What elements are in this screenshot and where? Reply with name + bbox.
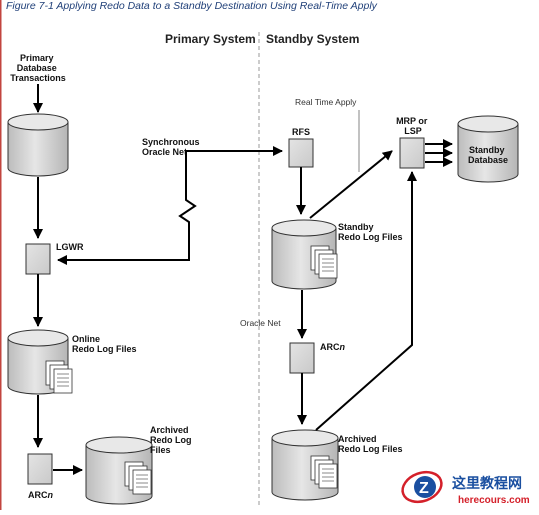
online-log-files-icon [45,360,73,394]
watermark-title: 这里教程网 [452,475,522,491]
arc-standby-process-box [289,342,315,374]
page-edge [0,0,2,510]
synchronous-oracle-net-connector [57,146,283,265]
real-time-apply-label: Real Time Apply [295,97,357,107]
arc-standby-label: ARCn [320,342,346,352]
arc-primary-label: ARCn [28,490,54,500]
lgwr-label: LGWR [56,242,84,252]
archived-redo-log-primary-label: Archived Redo Log Files [150,425,194,455]
rfs-process-box [288,138,314,168]
archived-primary-files-icon [124,461,152,495]
standby-system-header: Standby System [266,32,359,46]
standby-redo-log-label: Standby Redo Log Files [338,222,403,242]
primary-database-cylinder [7,113,69,177]
standby-database-label: Standby Database [468,145,508,165]
arc-primary-process-box [27,453,53,485]
online-redo-log-label: Online Redo Log Files [72,334,137,354]
lgwr-process-box [25,243,51,275]
arrow-archived-standby-to-mrp [315,171,417,431]
standby-database-cylinder [457,115,519,183]
figure-caption: Figure 7-1 Applying Redo Data to a Stand… [6,0,378,12]
rfs-label: RFS [292,127,310,137]
svg-text:Z: Z [419,480,429,497]
standby-log-files-icon [310,245,338,279]
archived-standby-files-icon [310,455,338,489]
watermark-url: herecours.com [458,495,530,506]
primary-transactions-label: Primary Database Transactions [10,53,66,83]
archived-redo-log-standby-label: Archived Redo Log Files [338,434,403,454]
watermark-logo: Z [401,470,443,504]
mrp-lsp-label: MRP or LSP [396,116,430,136]
oracle-net-label: Oracle Net [240,318,281,328]
synchronous-oracle-net-label: Synchronous Oracle Net [142,137,202,157]
primary-system-header: Primary System [165,32,256,46]
arrow-standby-logs-to-mrp [309,150,393,219]
mrp-lsp-process-box [399,137,425,169]
